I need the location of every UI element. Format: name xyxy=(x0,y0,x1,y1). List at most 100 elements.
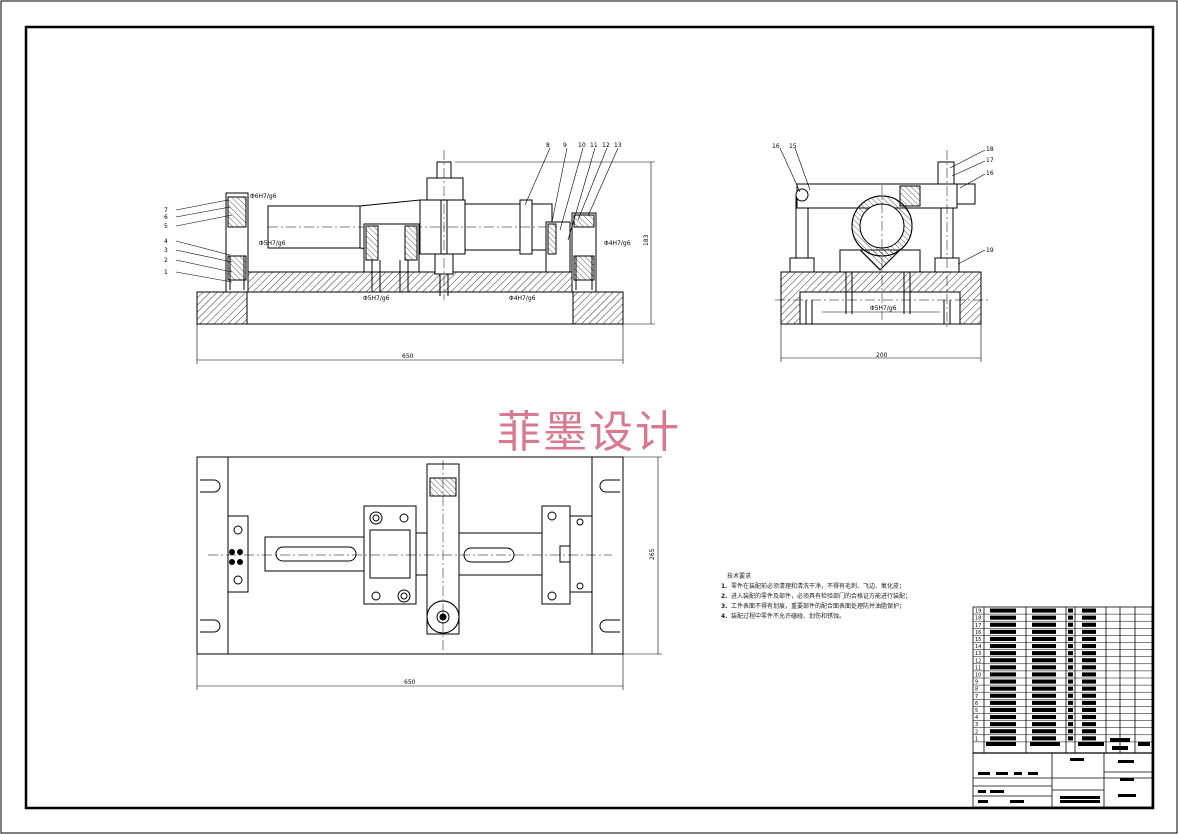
callout-5: 5 xyxy=(164,223,168,230)
bom-cell-fill xyxy=(1068,658,1073,663)
bom-cell-fill xyxy=(1032,622,1056,627)
bom-row-number: 9 xyxy=(975,680,978,686)
bom-cell-fill xyxy=(1032,672,1056,677)
bom-row-number: 13 xyxy=(975,651,981,657)
bom-cell-fill xyxy=(1032,693,1056,698)
bom-cell-fill xyxy=(990,729,1016,734)
bom-cell-fill xyxy=(990,693,1016,698)
bom-rows xyxy=(973,608,1152,743)
bom-cell-fill xyxy=(990,700,1016,705)
dim-front-length: 650 xyxy=(402,353,414,360)
dim-top-length: 650 xyxy=(404,679,416,686)
bom-cell-fill xyxy=(1068,629,1073,634)
bom-cell-fill xyxy=(1032,665,1056,670)
bom-row-number: 15 xyxy=(975,637,981,643)
bom-cell-fill xyxy=(1032,736,1056,741)
callout-6: 6 xyxy=(164,214,168,221)
dim-top-height: 265 xyxy=(649,548,656,560)
callout-13: 13 xyxy=(614,142,622,149)
bom-cell-fill xyxy=(1082,700,1096,705)
bom-cell-fill xyxy=(990,636,1016,641)
bom-row-number: 4 xyxy=(975,715,978,721)
bom-cell-fill xyxy=(1082,615,1096,620)
callout-side-15: 15 xyxy=(789,143,797,150)
inner-frame xyxy=(24,25,1155,810)
bom-cell-fill xyxy=(1082,707,1096,712)
bom-cell-fill xyxy=(1032,686,1056,691)
callout-7: 7 xyxy=(164,207,168,214)
bom-cell-fill xyxy=(1032,651,1056,656)
bom-cell-fill xyxy=(1068,636,1073,641)
bom-cell-fill xyxy=(1068,722,1073,727)
bom-cell-fill xyxy=(1032,679,1056,684)
bom-cell-fill xyxy=(1032,629,1056,634)
bom-cell-fill xyxy=(1068,700,1073,705)
bom-row-number: 3 xyxy=(975,722,978,728)
bom-cell-fill xyxy=(990,672,1016,677)
fit-label-1: Φ6H7/g6 xyxy=(250,193,277,200)
bom-cell-fill xyxy=(1032,608,1056,613)
bom-cell-fill xyxy=(1068,665,1073,670)
bom-cell-fill xyxy=(1082,636,1096,641)
side-view xyxy=(775,147,988,362)
callout-1: 1 xyxy=(164,269,168,276)
bom-cell-fill xyxy=(1068,736,1073,741)
bom-cell-fill xyxy=(1068,608,1073,613)
bom-row-number: 18 xyxy=(975,616,981,622)
bom-cell-fill xyxy=(1068,679,1073,684)
tech-note-item: 4.装配过程中零件不允许磕碰、划伤和锈蚀。 xyxy=(721,613,846,620)
bom-cell-fill xyxy=(1068,729,1073,734)
bom-cell-fill xyxy=(1032,615,1056,620)
bom-row-number: 14 xyxy=(975,644,981,650)
bom-cell-fill xyxy=(1068,693,1073,698)
callout-side-18: 18 xyxy=(986,146,994,153)
bom-cell-fill xyxy=(1082,651,1096,656)
fit-label-6: Φ5H7/g6 xyxy=(870,305,897,312)
bom-cell-fill xyxy=(990,658,1016,663)
fit-label-2: Φ5H7/g6 xyxy=(259,240,286,247)
bom-row-number: 10 xyxy=(975,673,981,679)
bom-cell-fill xyxy=(1082,665,1096,670)
bom-row-number: 7 xyxy=(975,694,978,700)
bom-cell-fill xyxy=(1032,644,1056,649)
bom-cell-fill xyxy=(990,722,1016,727)
bom-cell-fill xyxy=(1082,644,1096,649)
bom-row-number: 5 xyxy=(975,708,978,714)
bom-cell-fill xyxy=(1068,686,1073,691)
dim-side-width: 200 xyxy=(876,352,888,359)
callout-11: 11 xyxy=(590,142,598,149)
bom-cell-fill xyxy=(990,622,1016,627)
bom-cell-fill xyxy=(990,707,1016,712)
bom-cell-fill xyxy=(1032,707,1056,712)
bom-cell-fill xyxy=(1082,629,1096,634)
callout-4: 4 xyxy=(164,238,168,245)
bom-cell-fill xyxy=(1032,636,1056,641)
bom-row-number: 8 xyxy=(975,687,978,693)
bom-cell-fill xyxy=(1032,700,1056,705)
bom-cell-fill xyxy=(990,665,1016,670)
tech-notes-title: 技术要求 xyxy=(727,573,752,580)
callout-8: 8 xyxy=(546,142,550,149)
bom-row-number: 12 xyxy=(975,658,981,664)
bom-cell-fill xyxy=(1082,622,1096,627)
bom-cell-fill xyxy=(1068,622,1073,627)
bom-cell-fill xyxy=(990,679,1016,684)
callout-10: 10 xyxy=(578,142,586,149)
callout-2: 2 xyxy=(164,257,168,264)
bom-cell-fill xyxy=(990,736,1016,741)
bom-row-number: 11 xyxy=(975,665,981,671)
bom-cell-fill xyxy=(1082,608,1096,613)
callout-12: 12 xyxy=(602,142,610,149)
bom-cell-fill xyxy=(1068,707,1073,712)
front-view xyxy=(175,147,655,364)
bom-row-number: 16 xyxy=(975,630,981,636)
bom-cell-fill xyxy=(1032,729,1056,734)
fit-label-3: Φ5H7/g6 xyxy=(363,295,390,302)
bom-cell-fill xyxy=(990,615,1016,620)
bom-cell-fill xyxy=(1082,715,1096,720)
bom-row-number: 19 xyxy=(975,609,981,615)
top-view xyxy=(196,456,662,690)
watermark-text: 菲墨设计 xyxy=(497,407,681,458)
